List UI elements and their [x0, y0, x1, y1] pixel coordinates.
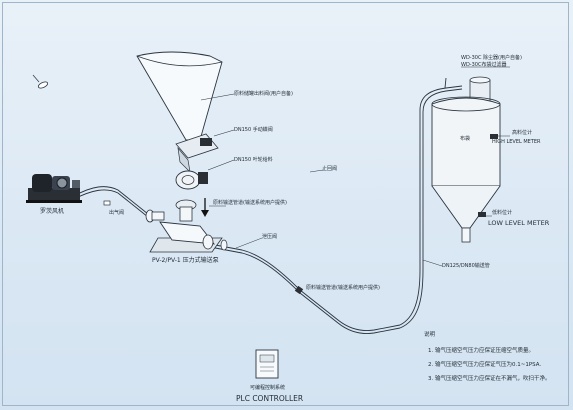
rotary-feeder	[175, 170, 208, 190]
manual-butterfly-valve	[175, 133, 219, 174]
plc-label: PLC CONTROLLER	[236, 394, 303, 403]
valve-dn150-label: DN150 手动蝶阀	[234, 126, 273, 133]
outlet-valve	[103, 200, 111, 206]
bottom-pipe-label: 原料输送管道(输送系统用户提供)	[306, 284, 380, 291]
note-3: 3. 输气压缩空气压力应保证在不漏气，吹扫干净。	[428, 374, 551, 382]
high-level-label: HIGH LEVEL METER	[492, 139, 541, 145]
outlet-valve-label: 出气阀	[109, 209, 124, 216]
note-2: 2. 输气压缩空气压力应保证气压为0.1~1PSA.	[428, 360, 541, 368]
silo-top-label-2: WD-30C布袋过滤器	[461, 61, 506, 68]
material-pipe-label: 原料输送管道(输送系统用户提供)	[213, 199, 287, 206]
silo-top-label: WD-30C 除尘器(用户自备)	[461, 54, 522, 61]
notes-title: 说明	[424, 330, 436, 338]
check-valve	[294, 285, 304, 295]
pump-label: PV-2/PV-1 压力式输送泵	[152, 256, 219, 264]
low-level-label: LOW LEVEL METER	[488, 219, 550, 227]
notes-block: 说明 1. 输气压缩空气压力应保证压缩空气质量。 2. 输气压缩空气压力应保证气…	[424, 330, 551, 382]
roots-blower	[26, 174, 82, 203]
note-1: 1. 输气压缩空气压力应保证压缩空气质量。	[428, 346, 534, 354]
small-valve-icon	[32, 74, 49, 89]
filter-label: 布袋	[460, 135, 470, 142]
low-level-cn-label: 低料位计	[492, 209, 512, 216]
pressure-relief-label: 泄压阀	[262, 233, 277, 240]
rotary-valve-label: DN150 叶轮给料	[234, 156, 273, 163]
inlet-spool	[175, 199, 197, 222]
feed-hopper	[136, 51, 223, 141]
high-level-cn-label: 高料位计	[512, 129, 532, 136]
receiving-silo	[431, 76, 501, 243]
middle-pipe-label: 止回阀	[322, 165, 337, 172]
frame-border	[2, 2, 569, 406]
pipe-size-label: DN125/DN80输送管	[442, 262, 490, 269]
hopper-label: 原料储罐出料阀(用户自备)	[234, 90, 293, 97]
plc-cn-label: 可编程控制系统	[250, 384, 285, 391]
flow-arrow-icon	[201, 198, 209, 217]
plc-cabinet	[255, 349, 279, 379]
blower-label: 罗茨风机	[40, 207, 64, 215]
pressure-pump	[145, 209, 228, 253]
